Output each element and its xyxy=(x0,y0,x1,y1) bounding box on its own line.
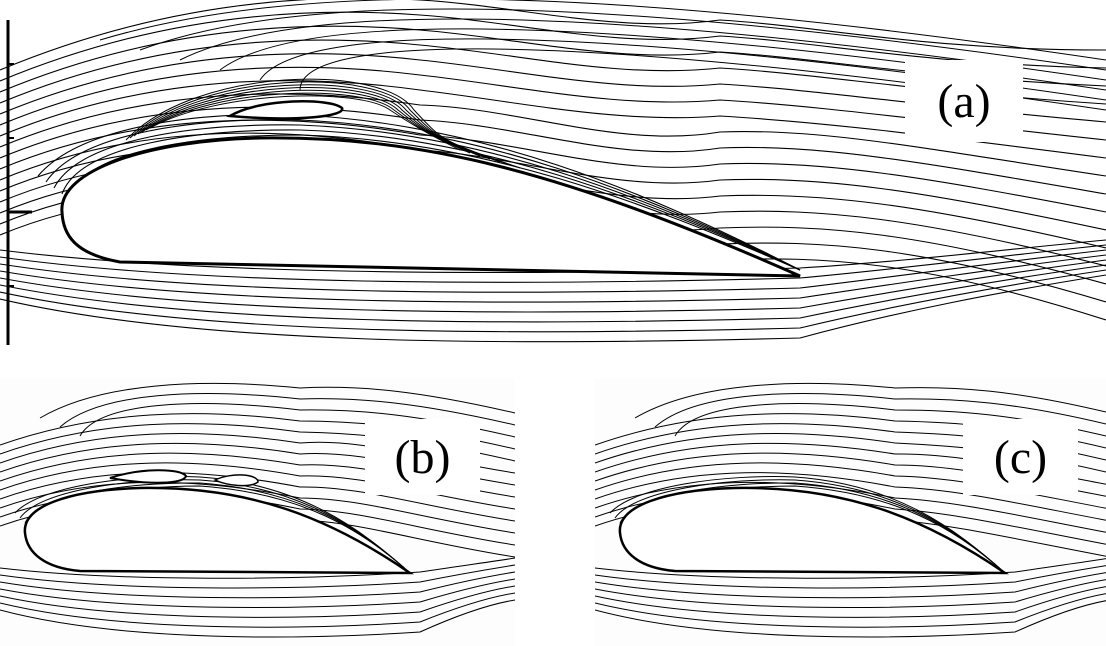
panel-a-separation-bubble xyxy=(230,101,342,118)
streamline xyxy=(40,383,515,418)
panel-c-streamline-plot: (c) xyxy=(595,378,1106,646)
panel-c-label: (c) xyxy=(963,419,1078,495)
streamline xyxy=(595,600,1106,637)
streamline xyxy=(595,586,1106,617)
panel-b-separation-bubble xyxy=(110,470,186,482)
panel-b-label: (b) xyxy=(365,419,480,495)
streamline xyxy=(0,270,1106,332)
streamline xyxy=(0,572,515,598)
panel-a-svg xyxy=(0,0,1106,345)
panel-a-label: (a) xyxy=(905,60,1023,142)
panel-b-separation-bubble xyxy=(215,475,258,486)
streamline xyxy=(635,383,1106,418)
panel-a-streamline-plot: (a) xyxy=(0,0,1106,345)
streamline xyxy=(595,572,1106,598)
panel-b-streamline-plot: (b) xyxy=(0,378,515,646)
panel-a-airfoil xyxy=(62,138,800,276)
streamline xyxy=(0,586,515,617)
